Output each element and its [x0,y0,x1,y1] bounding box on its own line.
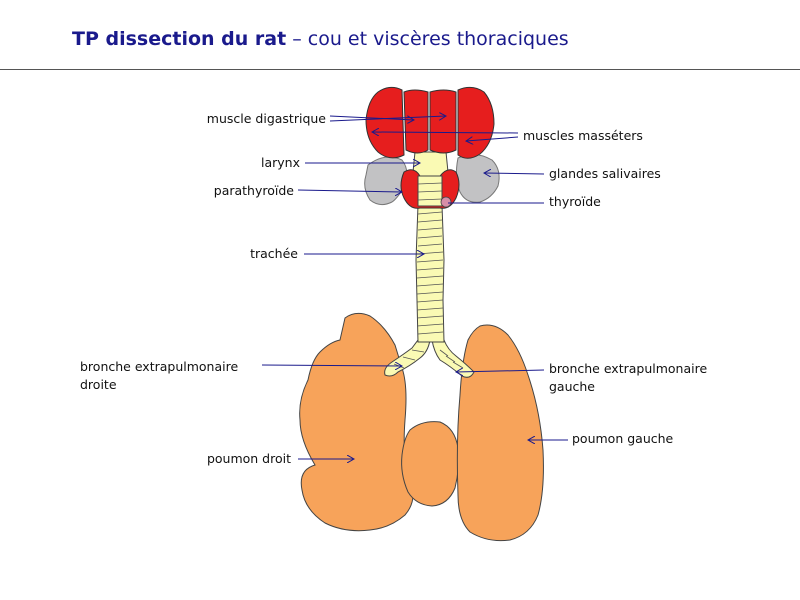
title-divider [0,69,800,70]
leader-lines [261,116,568,459]
label-bronche-gauche-line1: bronche extrapulmonaire [549,361,707,376]
title-separator: – [286,28,308,50]
left-digastric-shape [403,89,429,154]
label-muscles-masseters: muscles masséters [523,128,643,143]
right-lung-shape [299,312,414,532]
left-masseter-shape [365,86,405,159]
label-larynx: larynx [261,155,300,170]
left-salivary-gland-shape [364,156,408,206]
label-poumon-gauche: poumon gauche [572,431,674,446]
right-lung-accessory-lobe [401,421,460,507]
trachea-shape [415,204,445,343]
left-bronchus-shape [431,339,475,378]
label-bronche-gauche-line2: gauche [549,379,595,394]
label-bronche-droite-line1: bronche extrapulmonaire [80,359,238,374]
label-trachee: trachée [250,246,298,261]
page-title: TP dissection du rat – cou et viscères t… [72,28,569,50]
right-masseter-shape [457,86,495,159]
right-salivary-gland-shape [455,154,500,203]
parathyroid-shape [440,196,452,208]
title-main: TP dissection du rat [72,28,287,50]
left-lung-shape [456,324,544,542]
label-parathyroide: parathyroïde [214,183,295,198]
label-poumon-droit: poumon droit [207,451,291,466]
label-bronche-droite-line2: droite [80,377,117,392]
label-thyroide: thyroïde [549,194,601,209]
right-digastric-shape [429,89,457,154]
title-subtitle: cou et viscères thoraciques [307,28,569,50]
trachea-rings [393,211,464,369]
label-muscle-digastrique: muscle digastrique [207,111,327,126]
label-glandes-salivaires: glandes salivaires [549,166,661,181]
